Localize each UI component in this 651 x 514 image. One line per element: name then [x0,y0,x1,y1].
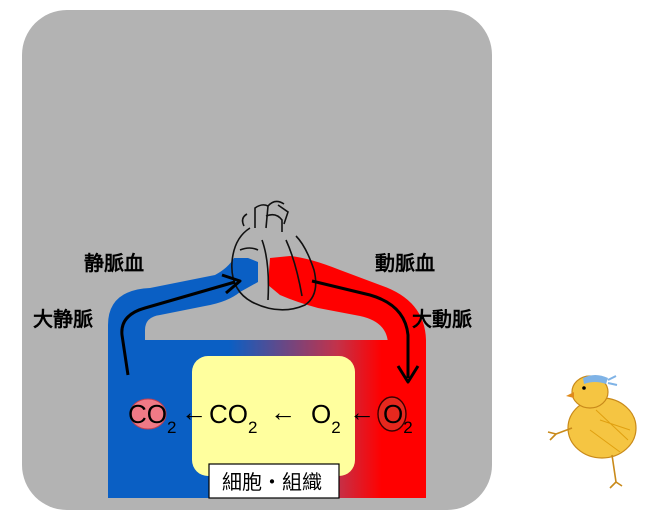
arrow-left-1: ← [181,397,207,427]
aorta-tube [268,256,426,498]
co2-left: CO2 [128,399,176,437]
label-aorta: 大動脈 [412,307,472,331]
arrow-left-3: ← [349,397,375,427]
venous-flow-arrow [120,280,236,376]
co2-mid: CO2 [209,399,257,437]
flow-arrows [120,273,420,384]
o2-right: O2 [383,399,413,437]
label-venous-blood: 静脈血 [84,251,144,275]
vena-cava-tube [108,258,258,498]
cell-tissue-box [192,356,355,476]
chick-mascot-icon [547,375,637,489]
label-vena-cava: 大静脈 [33,307,93,331]
rbc-red-icon [377,396,407,432]
arterial-flow-arrow [311,279,410,378]
rbc-pink-icon [129,398,167,430]
arrow-left-2: ← [270,397,296,427]
label-cells-tissue: 細胞・組織 [222,470,322,494]
cell-tissue-label-box [208,463,340,499]
heart-outline-icon [231,200,317,311]
label-arterial-blood: 動脈血 [375,251,435,275]
o2-mid: O2 [311,399,341,437]
